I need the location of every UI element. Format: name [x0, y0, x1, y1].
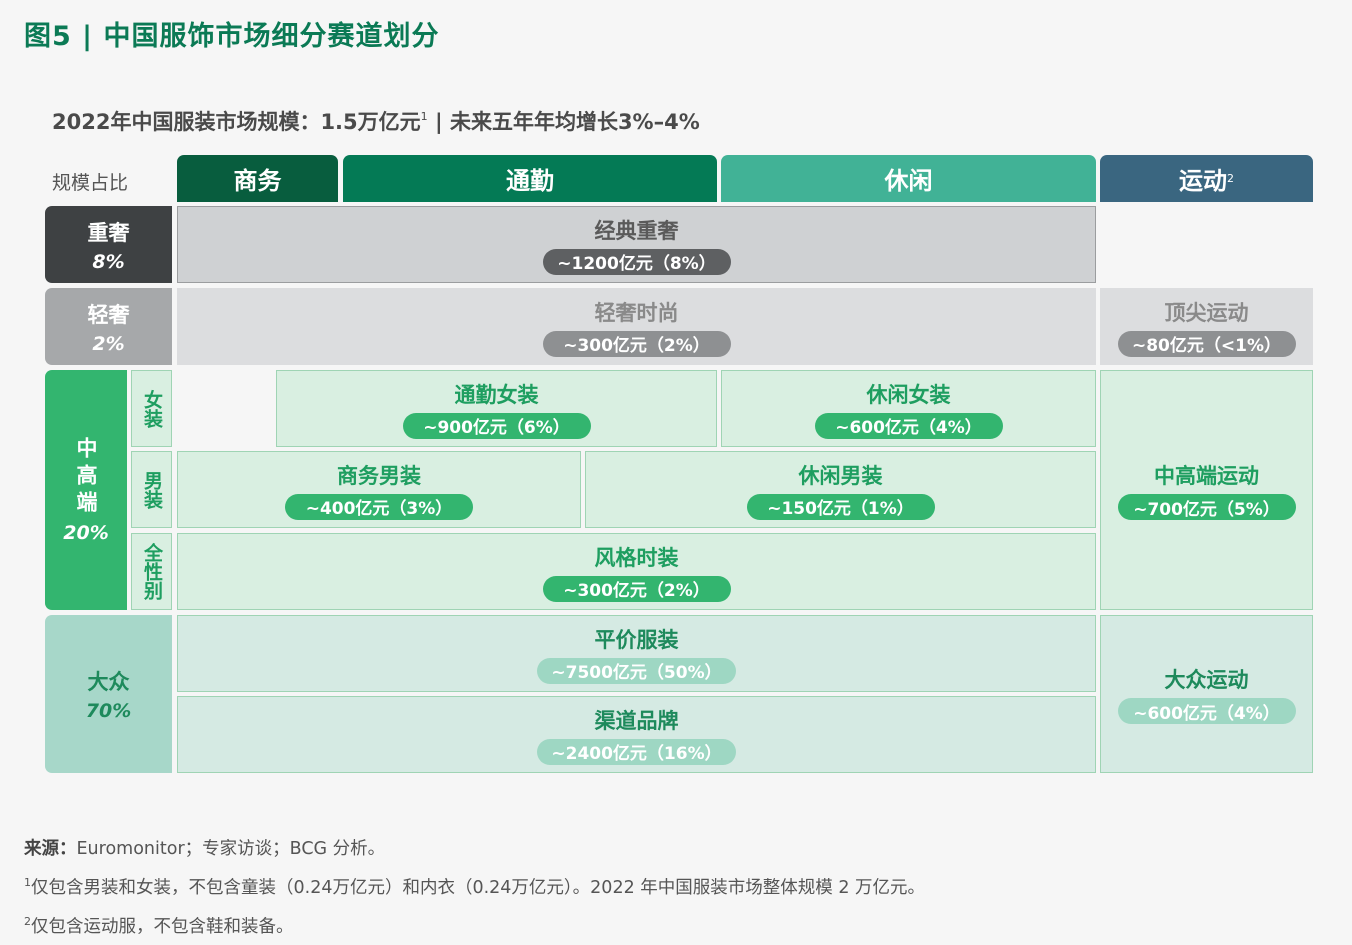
footnote-mark: 1: [24, 876, 31, 889]
segment-name: 经典重奢: [594, 218, 679, 243]
segment-value-apparel: 平价服装 ~7500亿元（50%）: [177, 615, 1096, 692]
segment-name: 轻奢时尚: [594, 300, 679, 325]
subtitle: 2022年中国服装市场规模：1.5万亿元1 | 未来五年年均增长3%–4%: [52, 106, 700, 136]
row-header-mid-high-end: 中高端 20%: [45, 370, 127, 610]
segment-value-pill: ~300亿元（2%）: [542, 575, 731, 602]
column-header-commute: 通勤: [343, 155, 717, 202]
row-share: 8%: [92, 250, 125, 273]
row-name: 大众: [87, 670, 130, 694]
segment-value-pill: ~300亿元（2%）: [542, 330, 731, 357]
segment-name: 平价服装: [594, 627, 679, 652]
footnote-mark: 2: [24, 915, 31, 928]
column-header-casual: 休闲: [721, 155, 1096, 202]
segment-value-pill: ~7500亿元（50%）: [537, 657, 736, 684]
subtitle-main: 2022年中国服装市场规模：1.5万亿元: [52, 110, 421, 134]
footnotes: 来源：Euromonitor；专家访谈；BCG 分析。 1仅包含男装和女装，不包…: [24, 832, 925, 944]
segment-style-fashion: 风格时装 ~300亿元（2%）: [177, 533, 1096, 610]
subrow-header-menswear: 男装: [131, 451, 172, 528]
row-name: 中高端: [74, 436, 98, 518]
subrow-header-womenswear: 女装: [131, 370, 172, 447]
footnote-1: 1仅包含男装和女装，不包含童装（0.24万亿元）和内衣（0.24万亿元）。202…: [24, 866, 925, 905]
footnote-2: 2仅包含运动服，不包含鞋和装备。: [24, 905, 925, 944]
scale-share-label: 规模占比: [52, 172, 129, 194]
column-header-business: 商务: [177, 155, 338, 202]
segment-value-pill: ~80亿元（<1%）: [1117, 330, 1296, 357]
segment-affordable-luxury-fashion: 轻奢时尚 ~300亿元（2%）: [177, 288, 1096, 365]
segment-value-pill: ~700亿元（5%）: [1117, 494, 1296, 520]
segment-commute-womenswear: 通勤女装 ~900亿元（6%）: [276, 370, 717, 447]
segment-channel-brands: 渠道品牌 ~2400亿元（16%）: [177, 696, 1096, 773]
source-label: 来源：: [24, 839, 77, 859]
segment-value-pill: ~1200亿元（8%）: [542, 248, 731, 275]
row-share: 20%: [63, 521, 109, 544]
subrow-label: 女装: [141, 389, 163, 428]
subtitle-growth: | 未来五年年均增长3%–4%: [427, 110, 700, 134]
subrow-label: 全性别: [141, 543, 163, 600]
column-label: 运动: [1179, 167, 1227, 195]
segment-name: 风格时装: [594, 545, 679, 570]
segment-name: 中高端运动: [1154, 464, 1259, 488]
column-label: 休闲: [884, 167, 933, 195]
segment-name: 渠道品牌: [594, 708, 679, 733]
footnote-text: 仅包含男装和女装，不包含童装（0.24万亿元）和内衣（0.24万亿元）。2022…: [31, 878, 926, 898]
segment-mid-high-end-sports: 中高端运动 ~700亿元（5%）: [1100, 370, 1313, 610]
column-footnote-mark: 2: [1227, 172, 1234, 185]
segment-name: 顶尖运动: [1164, 300, 1249, 325]
segment-mass-sports: 大众运动 ~600亿元（4%）: [1100, 615, 1313, 773]
segment-casual-womenswear: 休闲女装 ~600亿元（4%）: [721, 370, 1096, 447]
segment-value-pill: ~2400亿元（16%）: [537, 738, 736, 765]
segment-name: 休闲男装: [798, 463, 883, 488]
segment-name: 大众运动: [1164, 668, 1249, 692]
footnote-text: 仅包含运动服，不包含鞋和装备。: [31, 917, 294, 937]
column-label: 商务: [233, 167, 282, 195]
segment-name: 商务男装: [337, 463, 421, 488]
row-name: 重奢: [87, 220, 130, 245]
segment-value-pill: ~600亿元（4%）: [814, 412, 1003, 439]
column-label: 通勤: [506, 167, 554, 195]
subrow-label: 男装: [141, 470, 163, 509]
source-line: 来源：Euromonitor；专家访谈；BCG 分析。: [24, 832, 925, 866]
row-header-affordable-luxury: 轻奢 2%: [45, 288, 172, 365]
segment-casual-menswear: 休闲男装 ~150亿元（1%）: [585, 451, 1096, 528]
row-header-mass: 大众 70%: [45, 615, 172, 773]
segment-name: 休闲女装: [866, 382, 951, 407]
segment-value-pill: ~600亿元（4%）: [1117, 698, 1296, 724]
subtitle-footnote-mark: 1: [420, 110, 428, 123]
row-share: 70%: [85, 700, 132, 722]
figure-title: 图5 | 中国服饰市场细分赛道划分: [24, 21, 440, 52]
segment-value-pill: ~400亿元（3%）: [285, 493, 473, 520]
segment-value-pill: ~900亿元（6%）: [402, 412, 591, 439]
row-share: 2%: [92, 332, 125, 355]
segment-top-sports: 顶尖运动 ~80亿元（<1%）: [1100, 288, 1313, 365]
segment-value-pill: ~150亿元（1%）: [746, 493, 935, 520]
source-text: Euromonitor；专家访谈；BCG 分析。: [76, 839, 386, 859]
subrow-header-unisex: 全性别: [131, 533, 172, 610]
row-header-luxury: 重奢 8%: [45, 206, 172, 283]
segment-classic-luxury: 经典重奢 ~1200亿元（8%）: [177, 206, 1096, 283]
segment-business-menswear: 商务男装 ~400亿元（3%）: [177, 451, 581, 528]
segment-name: 通勤女装: [454, 382, 539, 407]
row-name: 轻奢: [87, 302, 130, 327]
